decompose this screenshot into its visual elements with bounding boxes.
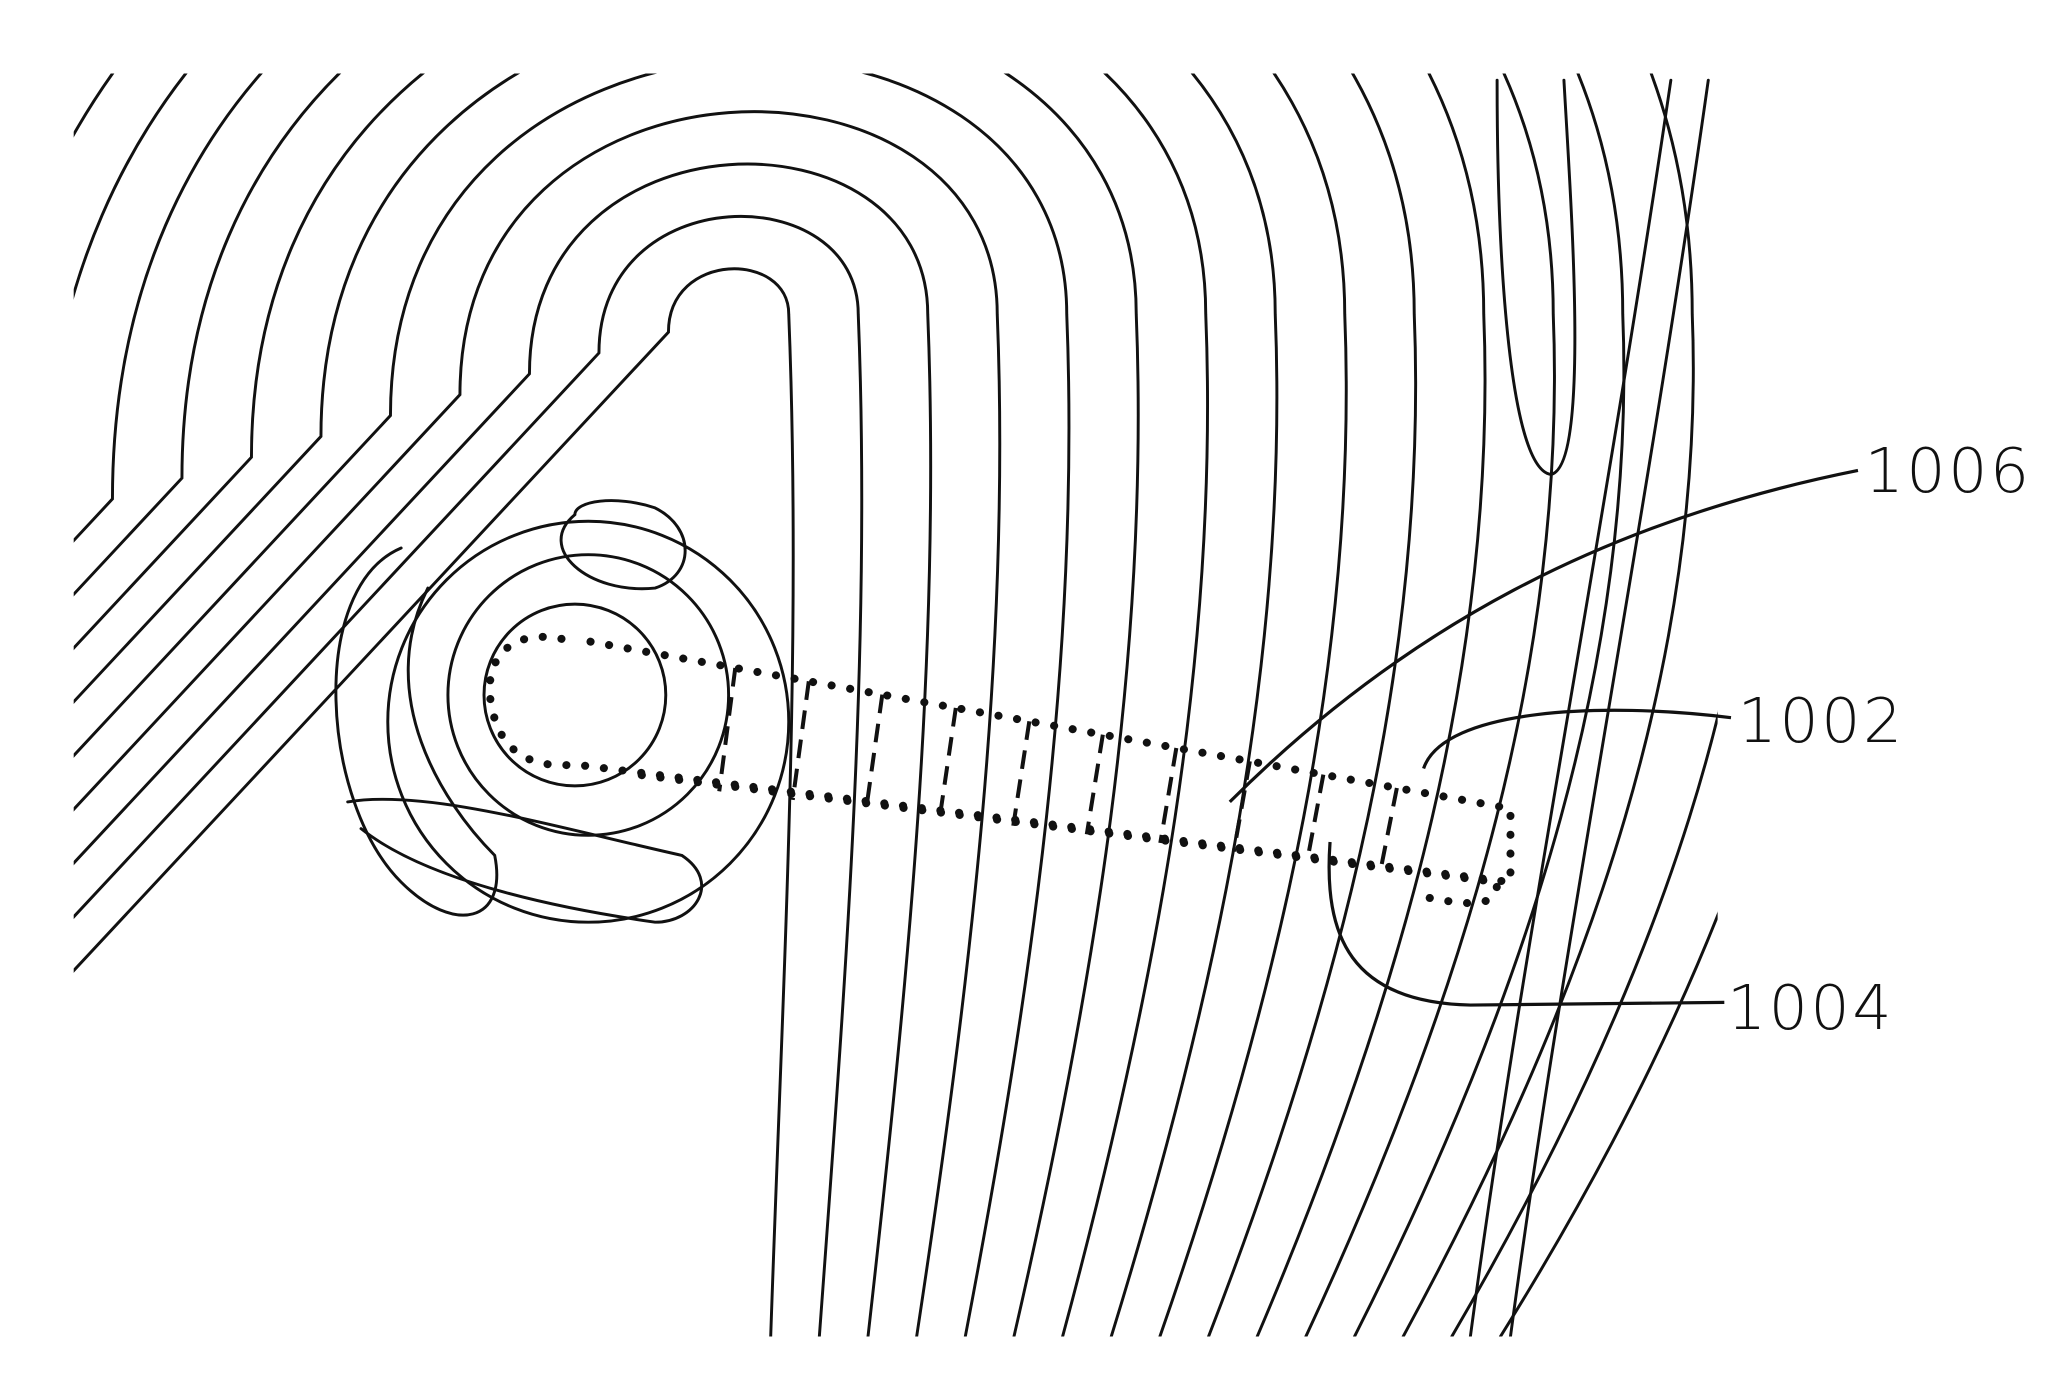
ridge-lines xyxy=(0,0,1832,1337)
dotted-outline-lower xyxy=(642,775,1497,903)
upper-right-loop xyxy=(1497,80,1575,474)
dashed-segment xyxy=(1087,735,1103,835)
label-1002: 1002 xyxy=(1738,686,1905,757)
label-1004: 1004 xyxy=(1727,973,1894,1044)
dashed-segment xyxy=(940,708,956,817)
ridge-line xyxy=(0,0,1624,1337)
ridge-line xyxy=(0,0,1416,1337)
ridge-line xyxy=(0,7,1138,1337)
dashed-segment xyxy=(866,695,882,809)
ridge-line xyxy=(0,112,1000,1337)
dashed-segment xyxy=(793,681,809,800)
ridge-line xyxy=(0,216,862,1336)
ridge-line xyxy=(0,269,793,1337)
ridge-line xyxy=(0,0,1208,1337)
dashed-segment xyxy=(1013,721,1029,825)
ridge-line xyxy=(0,0,1832,1337)
right-boundary-line xyxy=(1470,80,1670,1336)
annotations: 1006 1002 1004 xyxy=(1230,436,2032,1044)
dashed-segment xyxy=(1381,788,1397,869)
ridge-line xyxy=(0,0,1346,1337)
label-1006: 1006 xyxy=(1865,436,2032,507)
leader-line-1002 xyxy=(1424,710,1731,768)
ridge-line xyxy=(0,0,1277,1337)
